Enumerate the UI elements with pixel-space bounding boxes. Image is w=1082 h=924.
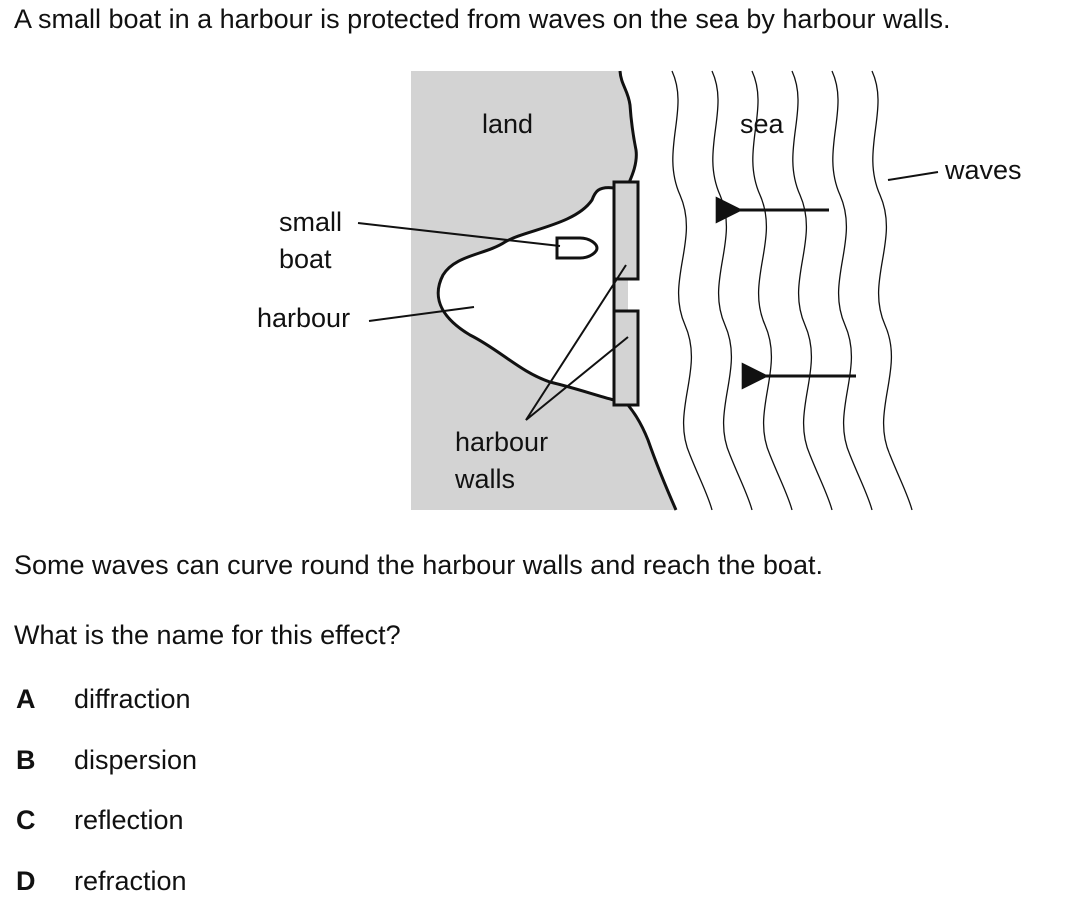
small-boat-icon xyxy=(555,236,599,260)
harbour-wall-south xyxy=(612,309,640,407)
wave-line xyxy=(831,70,873,511)
harbour-walls-label-line2: walls xyxy=(454,464,515,494)
harbour-wall-north xyxy=(612,180,640,281)
option-letter: C xyxy=(16,805,36,835)
sea-label: sea xyxy=(740,109,785,139)
question-observation: Some waves can curve round the harbour w… xyxy=(14,550,823,580)
option-letter: D xyxy=(16,865,36,896)
harbour-walls-label-line1: harbour xyxy=(455,427,548,457)
option-text: reflection xyxy=(74,805,184,835)
option-text: refraction xyxy=(74,865,187,896)
wave-line xyxy=(791,70,833,511)
harbour-diagram: land sea waves small boat harbour harbou… xyxy=(257,70,1022,511)
harbour-leader-line xyxy=(368,306,475,322)
coastline xyxy=(618,70,678,511)
small-boat-leader-line xyxy=(357,222,561,247)
question-intro: A small boat in a harbour is protected f… xyxy=(14,4,951,34)
wave-lines xyxy=(671,70,913,511)
wave-line xyxy=(671,70,713,511)
harbour-walls-leader-line xyxy=(525,264,629,421)
option-letter: A xyxy=(16,684,36,714)
question-prompt: What is the name for this effect? xyxy=(14,620,401,650)
wave-line xyxy=(711,70,753,511)
small-boat-label-line2: boat xyxy=(279,244,332,274)
option-letter: B xyxy=(16,744,36,775)
option-text: dispersion xyxy=(74,744,198,775)
wave-line xyxy=(871,70,913,511)
waves-label: waves xyxy=(944,155,1022,185)
small-boat-label-line1: small xyxy=(279,207,342,237)
waves-leader-line xyxy=(887,171,939,181)
harbour-label: harbour xyxy=(257,303,350,333)
wave-line xyxy=(751,70,793,511)
option-text: diffraction xyxy=(74,684,191,714)
land-label: land xyxy=(482,109,533,139)
